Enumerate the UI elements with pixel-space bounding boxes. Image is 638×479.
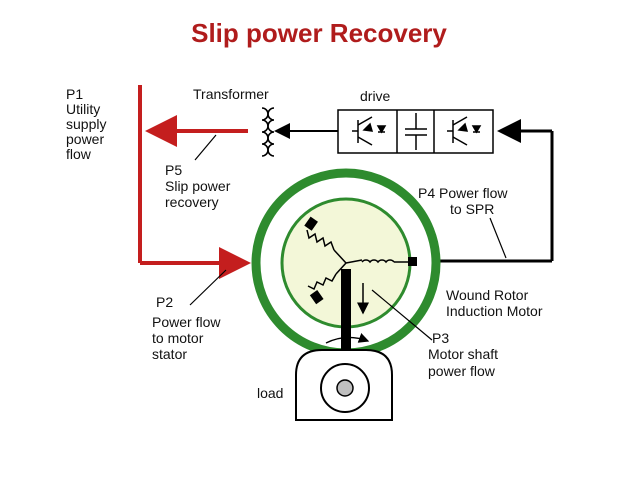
label-motor: Wound Rotor Induction Motor [446,287,543,319]
wound-rotor-motor [251,168,441,359]
drive-icon [337,109,494,154]
diagram-title: Slip power Recovery [191,18,447,48]
label-load: load [257,385,283,401]
label-p4: P4 Power flow to SPR [418,185,511,217]
label-p2: P2 Power flow to motor stator [152,294,224,362]
label-drive: drive [360,88,391,104]
utility-supply-lines [138,85,251,279]
leader-lines [189,134,507,341]
label-p1: P1 Utility supply power flow [66,86,110,162]
load-icon [295,349,393,421]
label-p3: P3 Motor shaft power flow [428,330,502,379]
label-transformer: Transformer [193,86,269,102]
transformer-icon [261,107,275,157]
label-p5: P5 Slip power recovery [165,162,234,210]
